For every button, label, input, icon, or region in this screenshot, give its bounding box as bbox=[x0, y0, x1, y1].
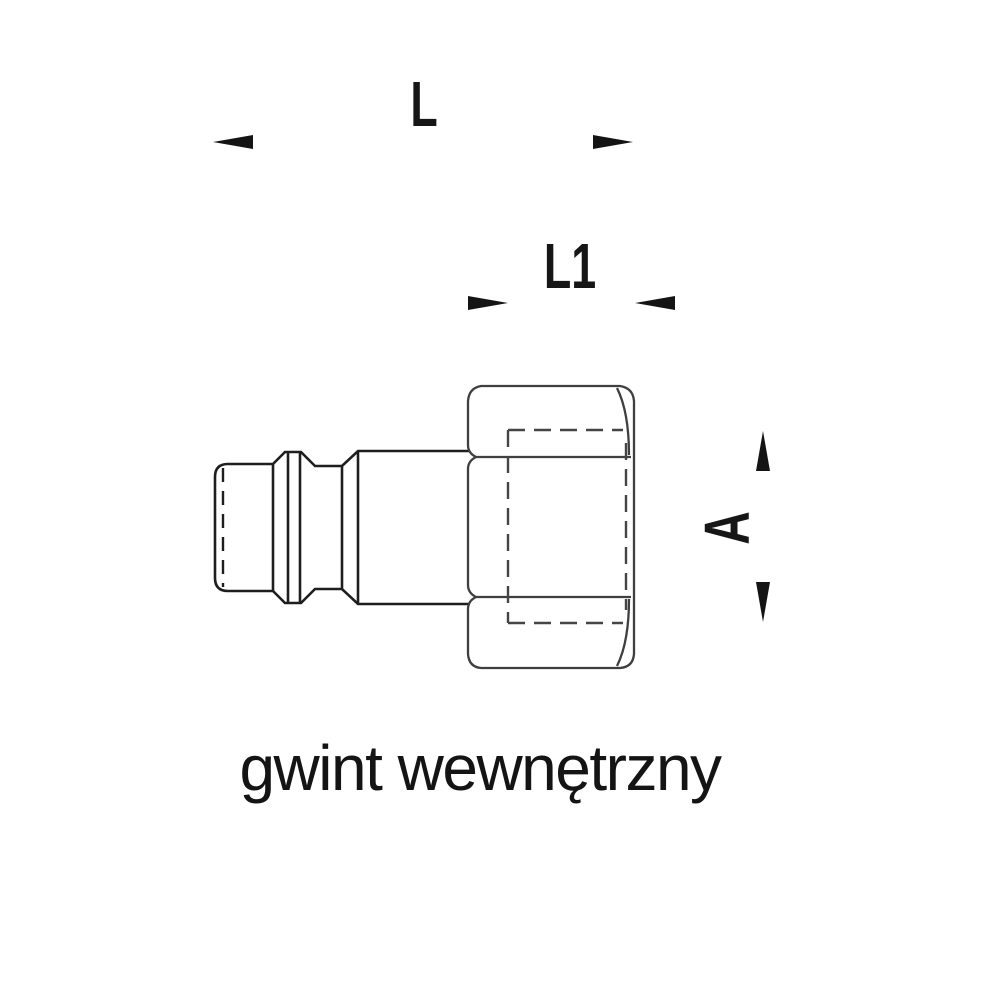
dim-l-arrowheads bbox=[213, 135, 633, 149]
hex-outline bbox=[466, 384, 636, 670]
arrow-left-icon bbox=[213, 135, 253, 149]
hex-chamfer-arc-top-right bbox=[615, 387, 631, 456]
hex-nut bbox=[466, 384, 636, 670]
dimension-label-a: A bbox=[691, 511, 763, 545]
dim-a-arrowheads bbox=[756, 431, 770, 622]
hex-chamfer-arc-bottom-right bbox=[615, 598, 631, 667]
dim-l1-arrowheads bbox=[468, 296, 675, 310]
arrow-up-icon bbox=[756, 431, 770, 471]
dimension-a bbox=[756, 431, 770, 622]
dimension-label-l: L bbox=[410, 68, 438, 140]
plug-outline bbox=[213, 449, 470, 606]
plug-profile bbox=[213, 449, 470, 606]
thread-hidden-lines bbox=[506, 428, 628, 625]
arrow-right-icon bbox=[468, 296, 508, 310]
caption: gwint wewnętrzny bbox=[239, 732, 722, 804]
arrow-down-icon bbox=[756, 582, 770, 622]
dimension-l bbox=[213, 135, 633, 149]
arrow-left-icon bbox=[635, 296, 675, 310]
dimension-label-l1: L1 bbox=[543, 230, 597, 302]
arrow-right-icon bbox=[593, 135, 633, 149]
dimension-l1 bbox=[468, 296, 675, 310]
